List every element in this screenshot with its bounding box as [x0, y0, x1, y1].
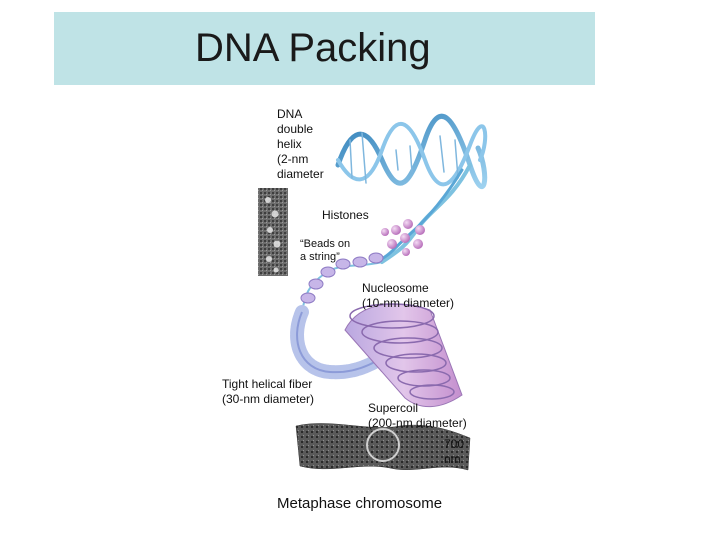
dna-double-helix — [335, 113, 488, 264]
beads-label: “Beads on a string” — [300, 238, 351, 263]
metaphase-chromosome — [295, 423, 471, 471]
supercoil — [344, 303, 463, 408]
beads-micrograph — [258, 188, 288, 276]
title-bar — [54, 12, 595, 85]
dna-helix-label: DNA double helix (2-nm diameter — [277, 107, 324, 181]
tight-fiber-label: Tight helical fiber (30-nm diameter) — [222, 377, 315, 406]
page-title: DNA Packing — [195, 26, 431, 70]
nucleosome-string — [300, 252, 384, 313]
histones-label: Histones — [322, 208, 369, 222]
supercoil-label: Supercoil (200-nm diameter) — [368, 401, 467, 430]
nucleosome-label: Nucleosome (10-nm diameter) — [362, 281, 455, 310]
magnified-region-circle — [366, 428, 400, 462]
metaphase-label: Metaphase chromosome — [277, 495, 443, 512]
700nm-label: 700 nm — [444, 437, 465, 466]
histone-cluster — [381, 219, 425, 256]
